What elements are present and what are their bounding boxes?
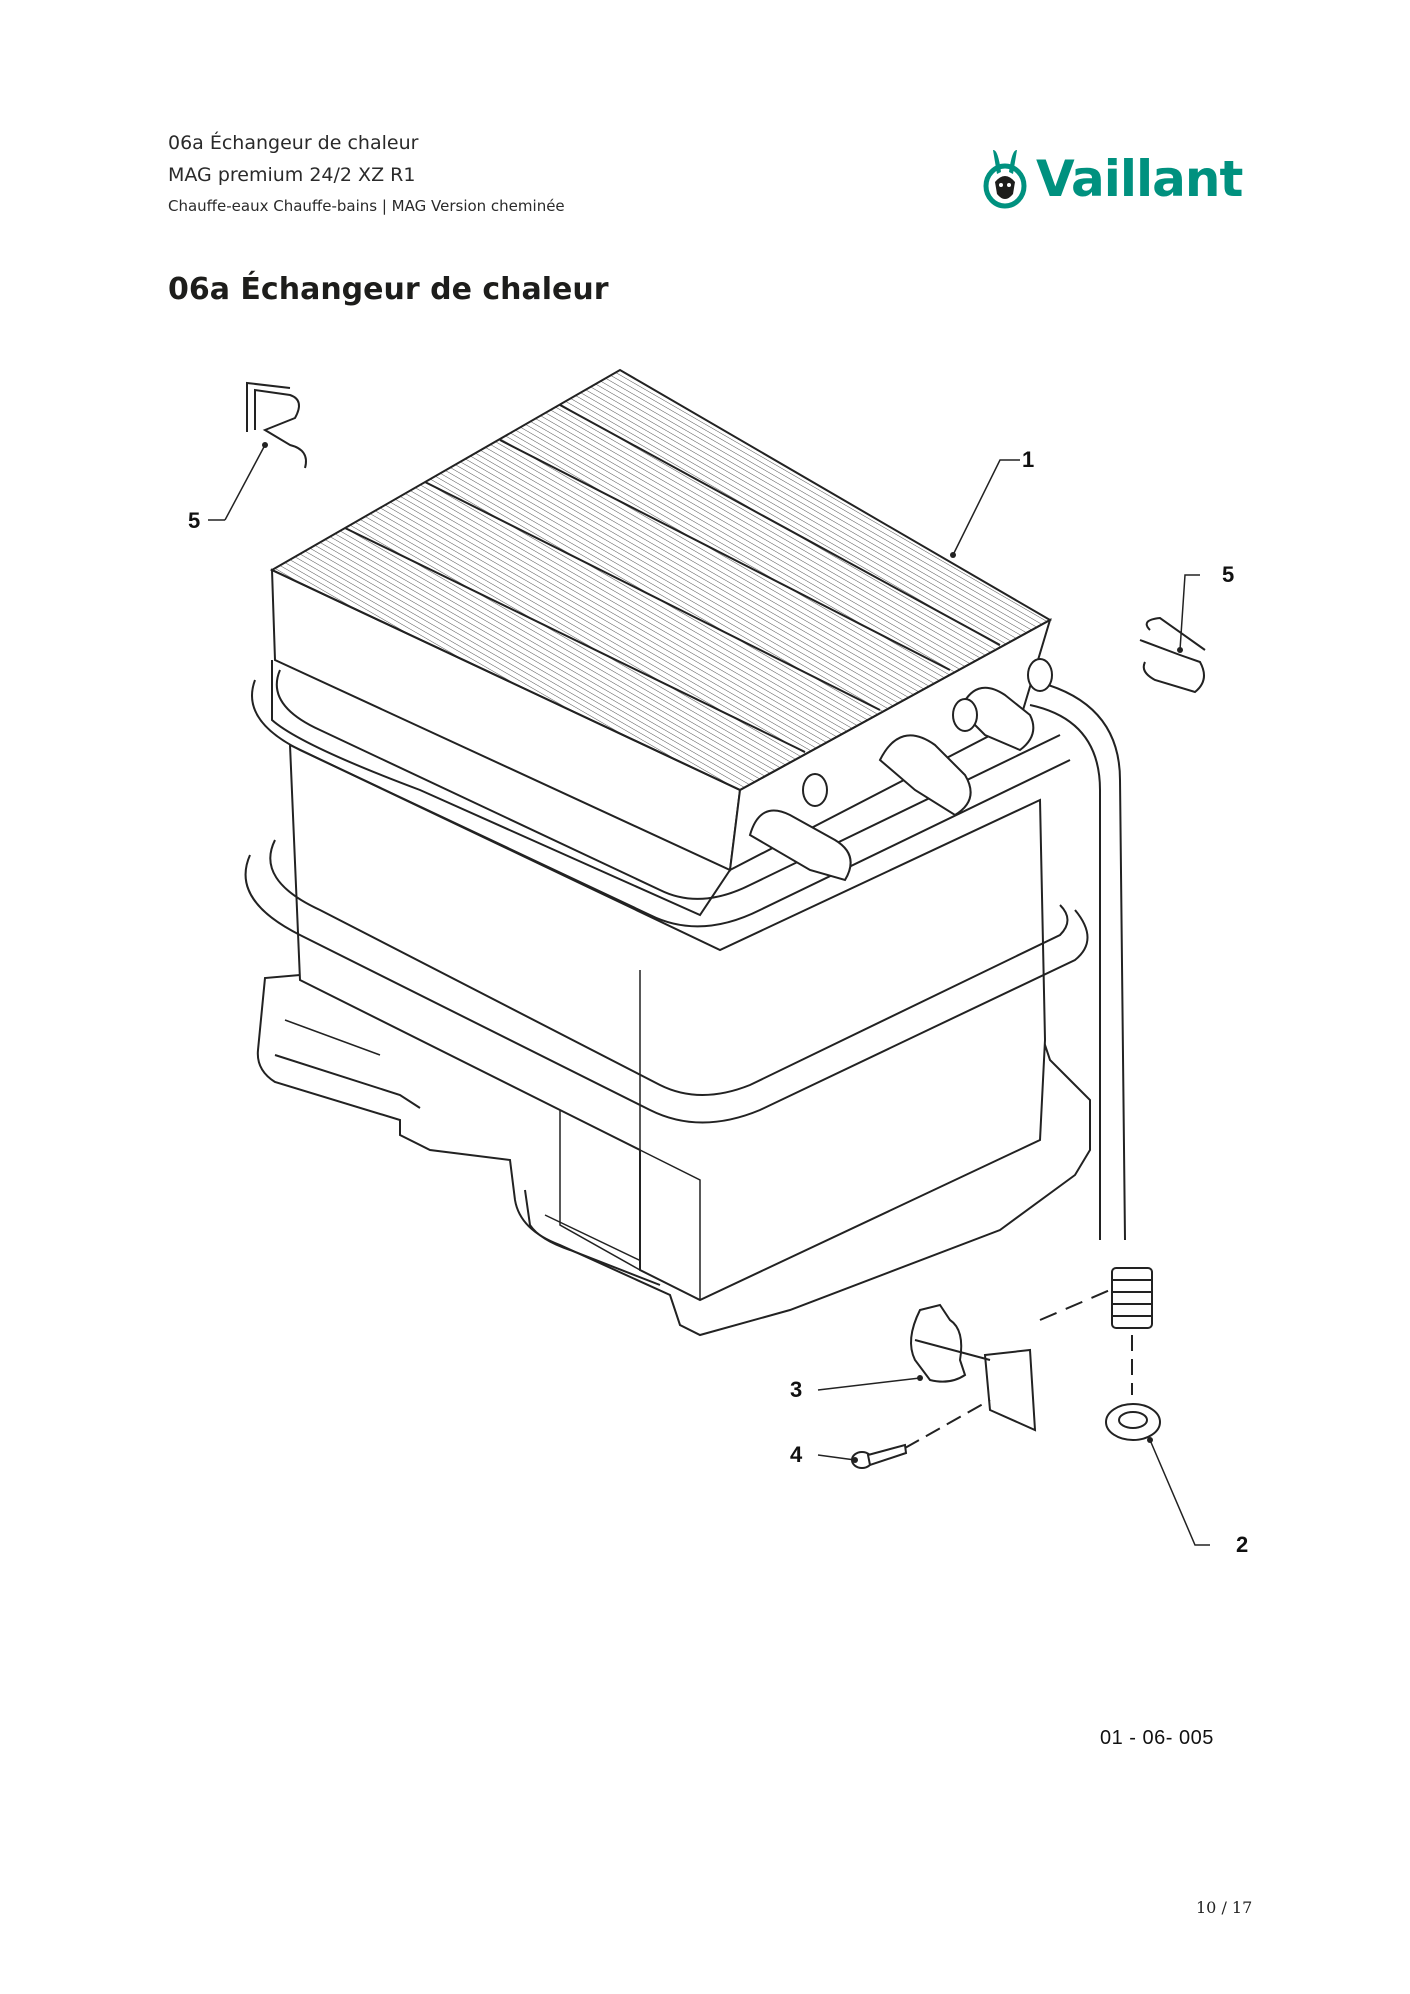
callout-5-right: 5: [1222, 562, 1234, 587]
leader-lines: [208, 444, 1210, 1546]
heat-exchanger-fins: [269, 368, 1053, 792]
header-category: Chauffe-eaux Chauffe-bains | MAG Version…: [168, 197, 565, 215]
washer-part: [1105, 1403, 1161, 1441]
page-number: 10 / 17: [1196, 1898, 1253, 1917]
hare-emblem-icon: [983, 149, 1027, 209]
page-title: 06a Échangeur de chaleur: [168, 272, 609, 307]
clip-bracket-part: [910, 1289, 1111, 1432]
document-header: 06a Échangeur de chaleur MAG premium 24/…: [168, 134, 565, 214]
spring-clip-left: [246, 381, 307, 469]
brand-name: Vaillant: [1036, 150, 1243, 208]
drawing-number: 01 - 06- 005: [1100, 1727, 1214, 1749]
heat-exchanger-pipes: [244, 669, 1126, 1241]
header-product-name: MAG premium 24/2 XZ R1: [168, 164, 416, 186]
heat-exchanger-body: [288, 743, 1047, 1302]
pipe-bends: [748, 658, 1053, 882]
spring-clip-right: [1139, 616, 1206, 694]
callout-3: 3: [790, 1377, 802, 1402]
header-section-title: 06a Échangeur de chaleur: [168, 132, 419, 154]
callout-2: 2: [1236, 1532, 1248, 1557]
vaillant-logo: Vaillant: [980, 146, 1243, 212]
callout-5-left: 5: [188, 508, 200, 533]
screw-part: [851, 1399, 991, 1469]
callout-4: 4: [790, 1442, 803, 1467]
callout-1: 1: [1022, 447, 1034, 472]
outlet-fitting: [1111, 1267, 1153, 1395]
leader-dots: [262, 442, 1183, 1463]
